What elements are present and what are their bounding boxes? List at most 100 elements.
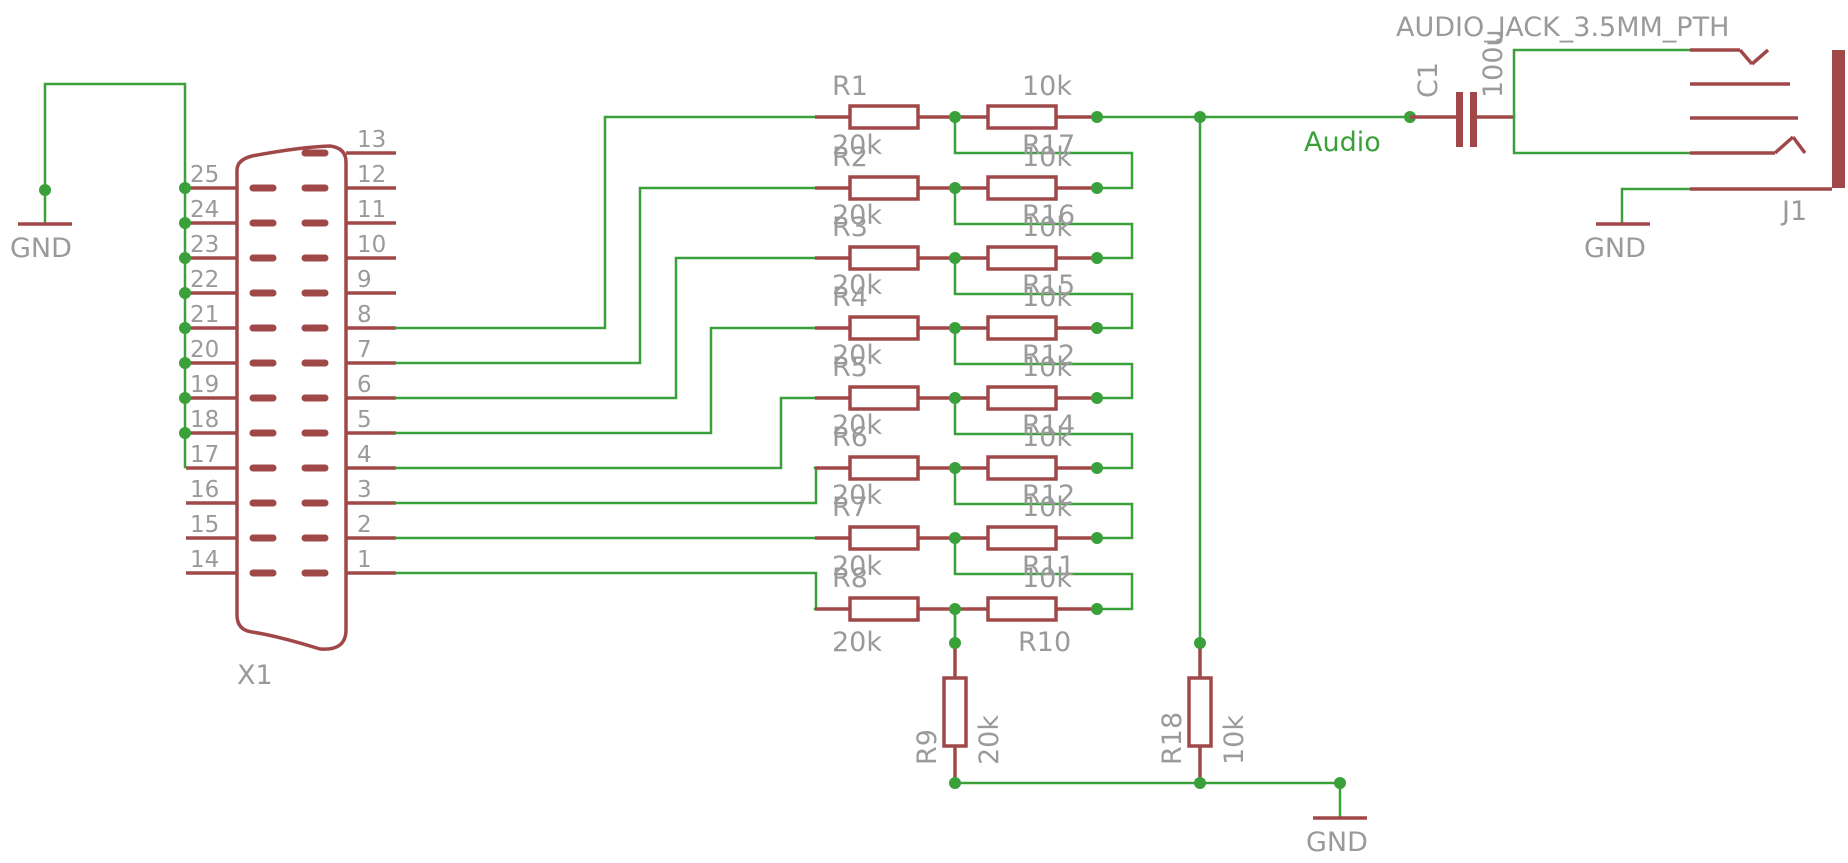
resistor-r — [986, 245, 1058, 271]
connector-to-ladder-wire — [394, 466, 818, 505]
ladder-ref-label: R6 — [832, 422, 868, 453]
resistor-r — [986, 455, 1058, 481]
pin-number-label: 3 — [357, 477, 372, 503]
pin-number-label: 23 — [190, 232, 219, 258]
junction — [179, 357, 191, 369]
ladder-value-label: 20k — [832, 551, 882, 582]
pin-number-label: 9 — [357, 267, 372, 293]
r8-value-label: 20k — [832, 627, 882, 658]
r1-ref-label: R1 — [832, 71, 868, 102]
junction — [1091, 603, 1103, 615]
ladder-value-label: 10k — [1022, 142, 1072, 173]
ladder-link-wire — [953, 466, 1134, 540]
r1-value-label: 10k — [1022, 71, 1072, 102]
pin-number-label: 2 — [357, 512, 372, 538]
r10-ref-label: R10 — [1018, 627, 1071, 658]
junction — [1091, 392, 1103, 404]
pin-number-label: 6 — [357, 372, 372, 398]
jack-value-label: AUDIO_JACK_3.5MM_PTH — [1396, 12, 1729, 43]
ladder-value-label: 20k — [832, 480, 882, 511]
ladder-link-wire — [953, 186, 1134, 260]
ladder-value-label: 10k — [1022, 492, 1072, 523]
ladder-value-label: 20k — [832, 340, 882, 371]
r18-value-label: 10k — [1219, 715, 1250, 765]
connector-to-ladder-wire — [394, 186, 817, 365]
pin-number-label: 13 — [357, 127, 386, 153]
gnd-label-right: GND — [1584, 233, 1646, 264]
connector-to-ladder-wire — [394, 396, 817, 470]
resistor-2r — [848, 455, 920, 481]
connector-to-ladder-wire — [394, 571, 818, 611]
junction — [179, 217, 191, 229]
ladder-ref-label: R14 — [1022, 410, 1075, 441]
db25-connector: 1312111098765432125242322212019181716151… — [186, 127, 396, 651]
resistor-2r — [848, 525, 920, 551]
ladder-value-label: 10k — [1022, 352, 1072, 383]
resistor-2r — [848, 385, 920, 411]
ladder-ref-label: R2 — [832, 142, 868, 173]
ladder-ref-label: R12 — [1022, 340, 1075, 371]
pin-number-label: 12 — [357, 162, 386, 188]
pin-number-label: 25 — [190, 162, 219, 188]
ladder-value-label: 10k — [1022, 212, 1072, 243]
junction — [179, 427, 191, 439]
left-ground-wire — [18, 82, 187, 469]
junction — [179, 287, 191, 299]
pin-number-label: 11 — [357, 197, 386, 223]
pin-number-label: 4 — [357, 442, 372, 468]
pin-number-label: 22 — [190, 267, 219, 293]
audio-net-label: Audio — [1304, 127, 1381, 158]
ladder-ref-label: R8 — [832, 563, 868, 594]
pin-number-label: 5 — [357, 407, 372, 433]
connector-to-ladder-wire — [394, 256, 817, 400]
ladder-value-label: 10k — [1022, 563, 1072, 594]
ladder-ref-label: R4 — [832, 282, 868, 313]
junction — [179, 182, 191, 194]
ladder-value-label: 10k — [1022, 422, 1072, 453]
ladder-link-wire — [953, 396, 1134, 470]
junction — [179, 392, 191, 404]
ladder-ref-label: R11 — [1022, 551, 1075, 582]
ladder-value-label: 10k — [1022, 282, 1072, 313]
connector-to-ladder-wire — [394, 326, 817, 435]
r9-ref-label: R9 — [912, 729, 943, 765]
bottom-resistors — [942, 115, 1367, 820]
jack-ref-label: J1 — [1780, 196, 1807, 227]
cap-ref-label: C1 — [1413, 62, 1444, 98]
ladder-link-wire — [953, 326, 1134, 400]
pin-number-label: 18 — [190, 407, 219, 433]
resistor-r — [986, 175, 1058, 201]
ladder-ref-label: R7 — [832, 492, 868, 523]
ladder-ref-label: R12 — [1022, 480, 1075, 511]
junction — [1091, 532, 1103, 544]
r18-ref-label: R18 — [1157, 712, 1188, 765]
pin-number-label: 19 — [190, 372, 219, 398]
pin-number-label: 24 — [190, 197, 219, 223]
pin-number-label: 10 — [357, 232, 386, 258]
audio-output — [1095, 48, 1845, 226]
pin-number-label: 7 — [357, 337, 372, 363]
gnd-label-bottom: GND — [1306, 827, 1368, 858]
resistor-r — [986, 525, 1058, 551]
resistor-2r — [848, 596, 920, 622]
resistor-2r — [848, 104, 920, 130]
resistor-r — [986, 104, 1058, 130]
resistor-r — [986, 596, 1058, 622]
gnd-label-left: GND — [10, 233, 72, 264]
ladder-value-label: 20k — [832, 270, 882, 301]
pin-number-label: 20 — [190, 337, 219, 363]
junction — [1091, 182, 1103, 194]
connector-to-ladder-wire — [394, 115, 817, 330]
pin-number-label: 15 — [190, 512, 219, 538]
pin-number-label: 1 — [357, 547, 372, 573]
ladder-link-wire — [953, 256, 1134, 330]
pin-number-label: 16 — [190, 477, 219, 503]
ladder-link-wire — [953, 536, 1134, 611]
resistor-r — [986, 315, 1058, 341]
ladder-ref-label: R16 — [1022, 200, 1075, 231]
pin-number-label: 8 — [357, 302, 372, 328]
ladder-value-label: 20k — [832, 130, 882, 161]
resistor-r — [986, 385, 1058, 411]
junction — [1091, 322, 1103, 334]
